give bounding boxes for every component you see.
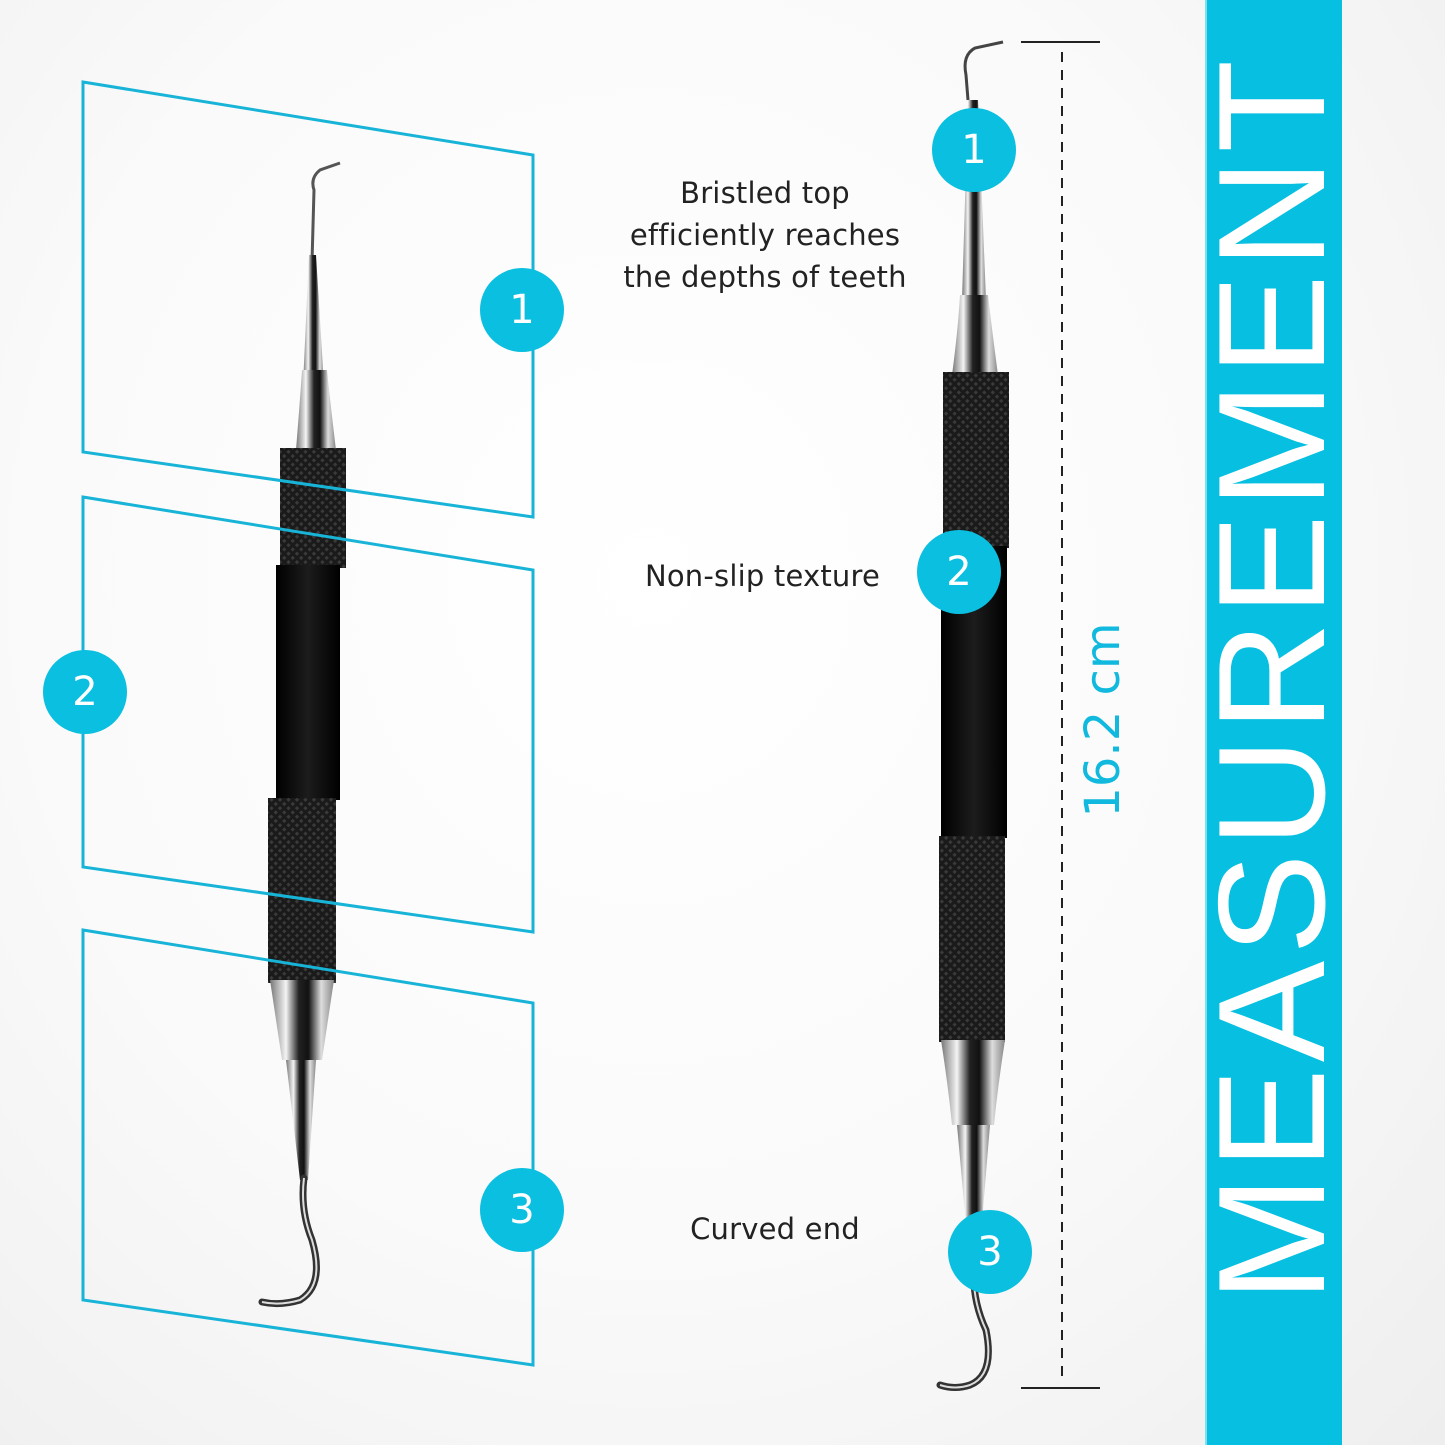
feature-caption-2: Non-slip texture (620, 555, 905, 597)
panel-frames (81, 80, 535, 1367)
feature-badge-3: 3 (948, 1210, 1032, 1294)
feature-badge-2: 2 (917, 530, 1001, 614)
feature-badge-1: 1 (932, 108, 1016, 192)
feature-caption-3: Curved end (670, 1208, 880, 1250)
caption-line: the depths of teeth (623, 260, 907, 294)
caption-line: Bristled top (680, 176, 850, 210)
feature-caption-1: Bristled top efficiently reaches the dep… (600, 172, 930, 298)
panel-badge-2: 2 (43, 650, 127, 734)
caption-line: Non-slip texture (644, 559, 881, 593)
length-label: 16.2 cm (1075, 622, 1131, 818)
full-tool-image (936, 40, 1009, 1391)
banner-title: MEASUREMENT (1187, 53, 1357, 1303)
closeup-tool-image (258, 161, 346, 1308)
measurement-banner (1205, 0, 1342, 1445)
caption-line: Curved end (690, 1212, 860, 1246)
caption-line: efficiently reaches (629, 218, 901, 252)
panel-badge-1: 1 (480, 268, 564, 352)
panel-badge-3: 3 (480, 1168, 564, 1252)
dimension-line (1021, 41, 1100, 1389)
